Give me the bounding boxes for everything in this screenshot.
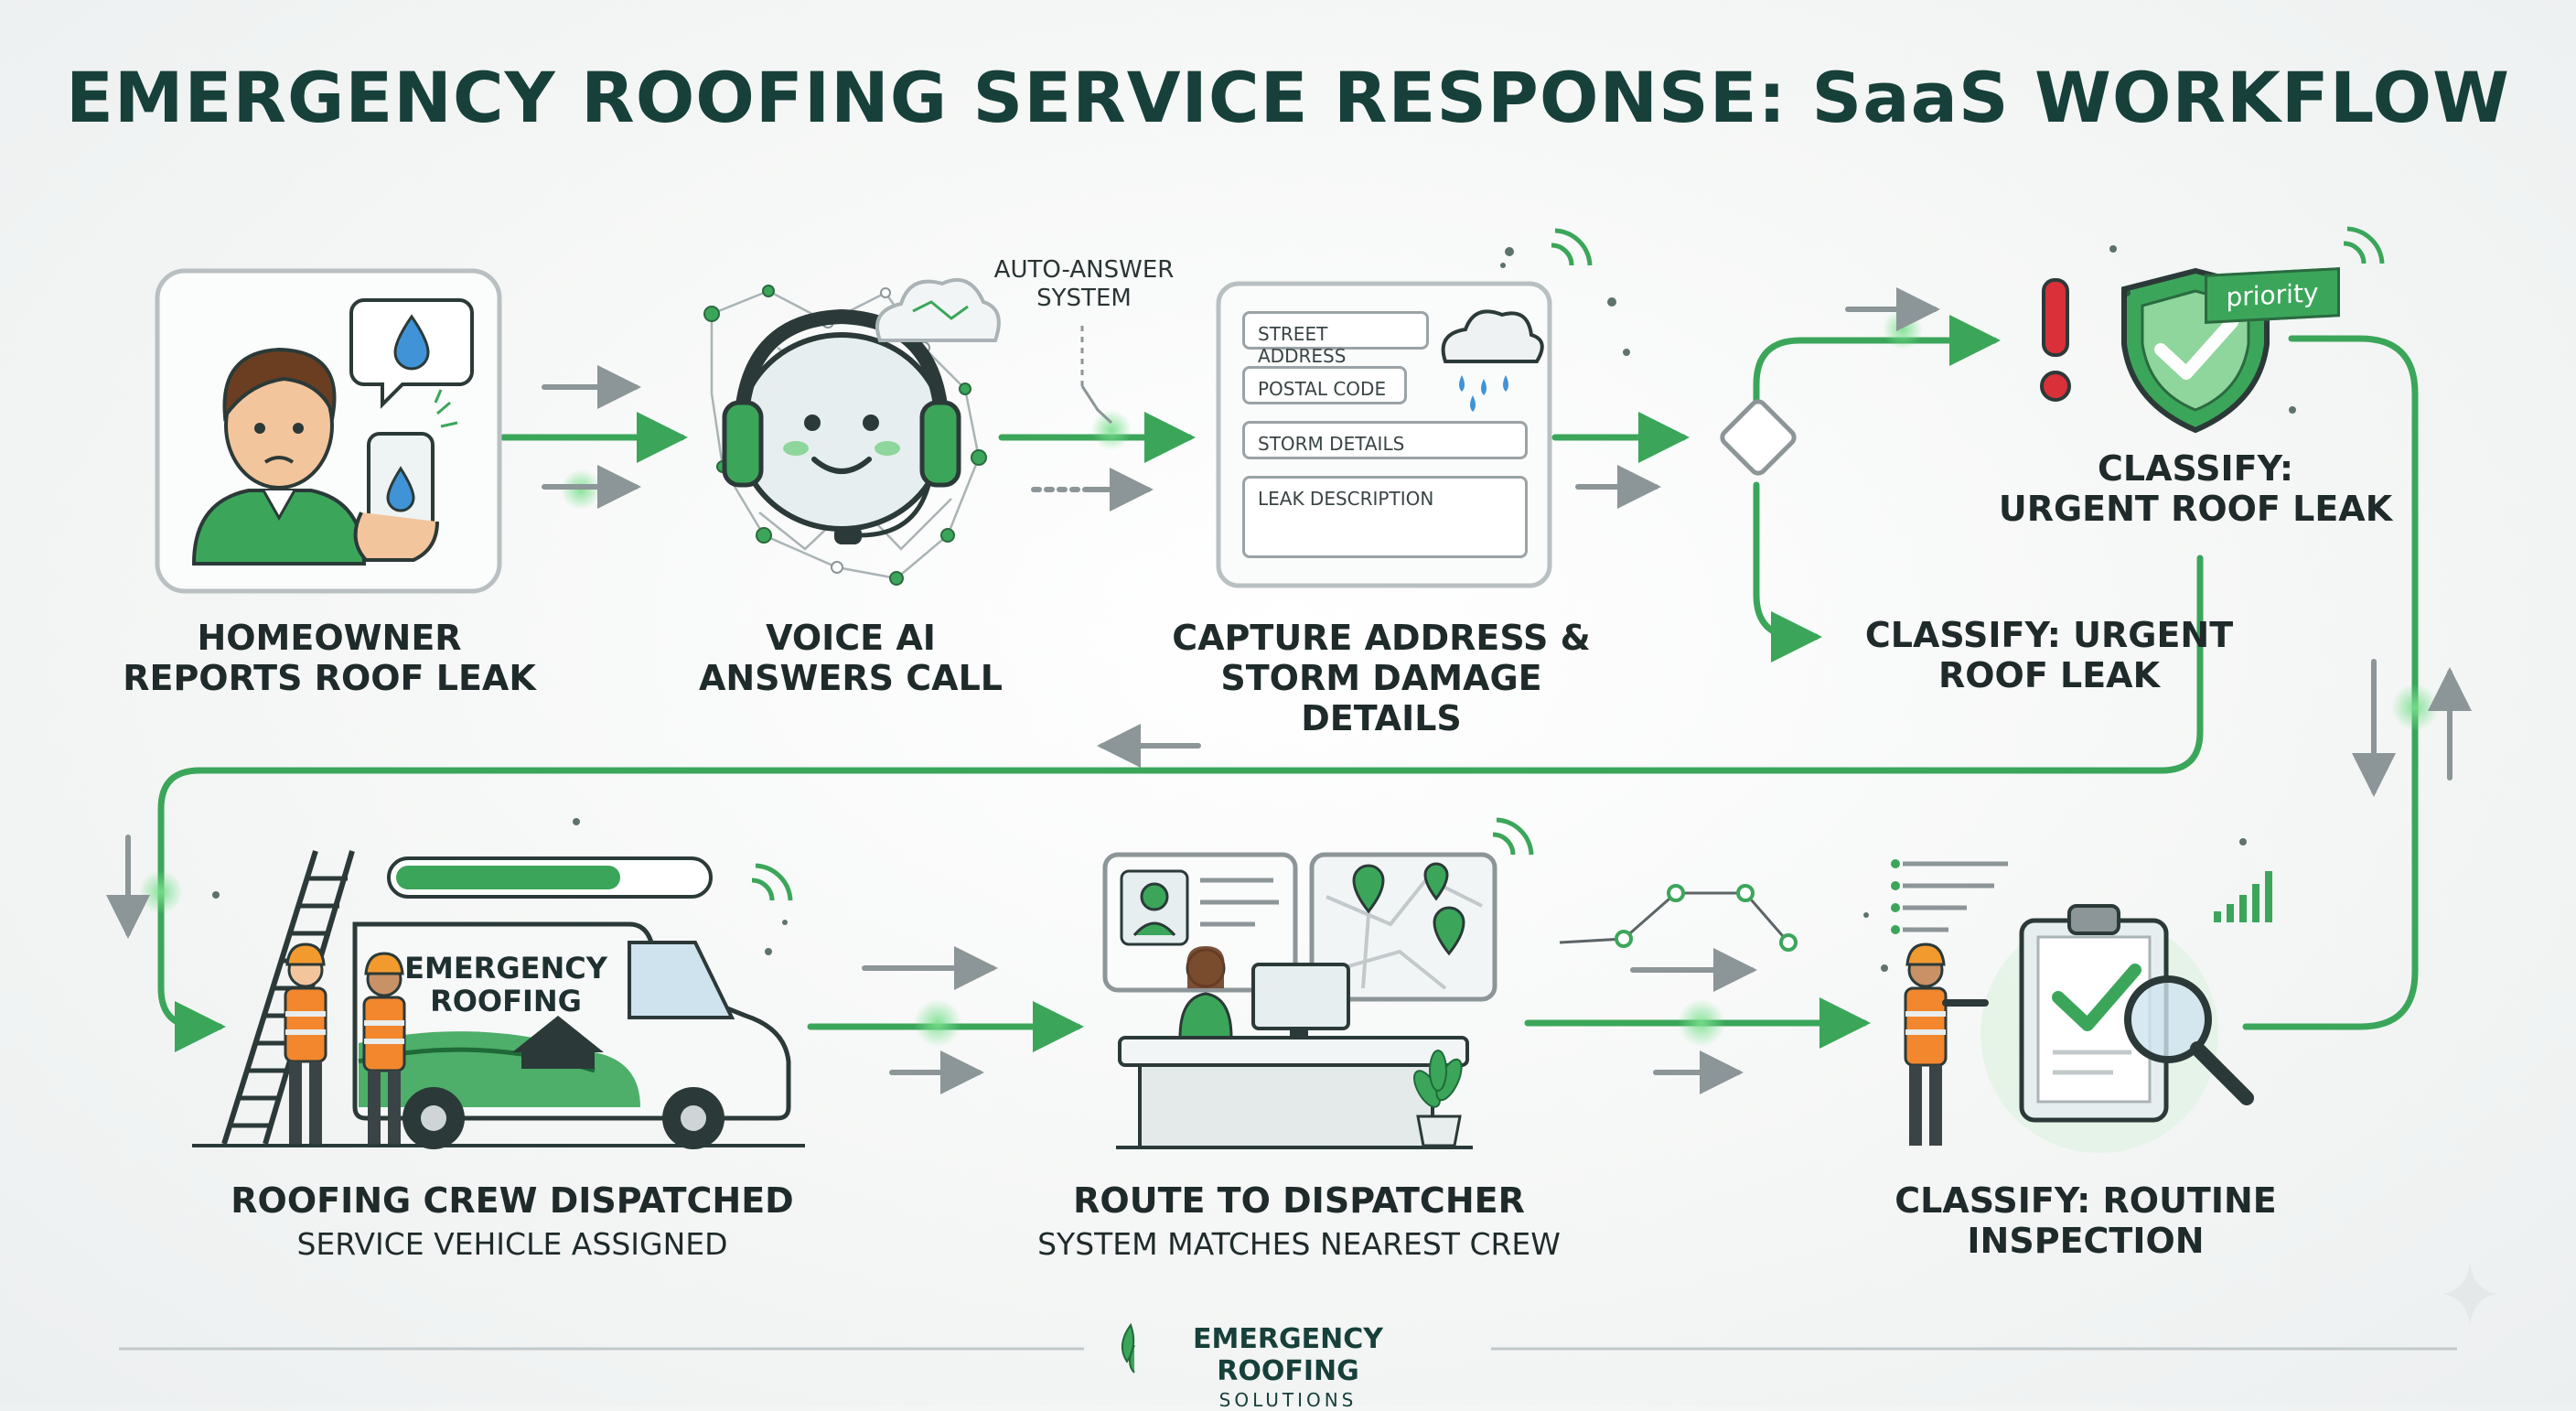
- map-pin-icon: [1352, 864, 1385, 914]
- routine-inspection-illustration: [1863, 838, 2272, 1153]
- leaf-logo-icon: [1121, 1322, 1135, 1373]
- footer-logo: EMERGENCY ROOFING SOLUTIONS: [1134, 1323, 1442, 1411]
- arrow-right-loop: [2242, 335, 2419, 1030]
- caption-classify-urgent-branch: CLASSIFY: URGENT ROOF LEAK: [1864, 615, 2234, 695]
- van-label: EMERGENCY ROOFING: [404, 951, 607, 1018]
- homeowner-card: [155, 268, 502, 594]
- caption-homeowner: HOMEOWNER REPORTS ROOF LEAK: [123, 618, 536, 698]
- map-pin-icon: [1423, 862, 1449, 901]
- crew-subtitle: SERVICE VEHICLE ASSIGNED: [296, 1226, 728, 1262]
- worker-1: [284, 942, 327, 1144]
- water-drop-icon: [386, 466, 415, 512]
- caption-routine-inspection: CLASSIFY: ROUTINE INSPECTION: [1894, 1180, 2277, 1261]
- house-icon: [512, 1016, 604, 1069]
- urgent-classify-icons: [2040, 226, 2385, 434]
- headset-icon: [722, 400, 764, 488]
- route-title: ROUTE TO DISPATCHER: [1073, 1180, 1525, 1221]
- street-address-field: STREET ADDRESS: [1242, 311, 1429, 367]
- auto-answer-label: AUTO-ANSWER SYSTEM: [993, 256, 1175, 312]
- worker-2: [362, 952, 406, 1144]
- caption-voice-ai: VOICE AI ANSWERS CALL: [698, 618, 1004, 698]
- leak-description-field: LEAK DESCRIPTION: [1242, 476, 1528, 558]
- priority-badge: priority: [2205, 267, 2340, 324]
- sparkle-icon: [2442, 1263, 2497, 1325]
- caption-route-dispatcher: ROUTE TO DISPATCHER SYSTEM MATCHES NEARE…: [1006, 1180, 1592, 1265]
- progress-fill: [396, 866, 620, 889]
- magnifier-icon: [2124, 975, 2212, 1063]
- arrow-loop-to-crew: [157, 555, 2204, 1052]
- signal-icon: [1551, 228, 1593, 266]
- exclamation-icon: [2042, 278, 2069, 357]
- page-title: EMERGENCY ROOFING SERVICE RESPONSE: SaaS…: [66, 57, 2510, 138]
- crew-van-illustration: [192, 818, 805, 1149]
- storm-details-field: STORM DETAILS: [1242, 421, 1528, 459]
- water-drop-icon: [393, 314, 430, 371]
- dispatcher-illustration: [1102, 817, 1534, 1149]
- cloud-icon: [875, 278, 1001, 342]
- map-pin-icon: [1433, 906, 1465, 956]
- secondary-arrows: [106, 287, 2472, 1094]
- postal-code-field: POSTAL CODE: [1242, 366, 1407, 404]
- caption-crew-dispatched: ROOFING CREW DISPATCHED SERVICE VEHICLE …: [183, 1180, 842, 1265]
- cloud-rain-icon: [1441, 309, 1544, 412]
- route-subtitle: SYSTEM MATCHES NEAREST CREW: [1037, 1226, 1561, 1262]
- decision-diamond-icon: [1720, 399, 1797, 476]
- footer-sub: SOLUTIONS: [1218, 1389, 1358, 1411]
- glow-effects: [139, 309, 2439, 1047]
- footer-brand: EMERGENCY ROOFING: [1193, 1323, 1383, 1387]
- arrow-decision-down: [1753, 481, 1822, 662]
- crew-title: ROOFING CREW DISPATCHED: [231, 1180, 794, 1221]
- caption-capture: CAPTURE ADDRESS & STORM DAMAGE DETAILS: [1172, 618, 1591, 738]
- voice-ai-robot: [703, 278, 1113, 586]
- arrow-decision-up: [1753, 315, 2001, 414]
- caption-classify-urgent-top: CLASSIFY: URGENT ROOF LEAK: [1998, 448, 2393, 529]
